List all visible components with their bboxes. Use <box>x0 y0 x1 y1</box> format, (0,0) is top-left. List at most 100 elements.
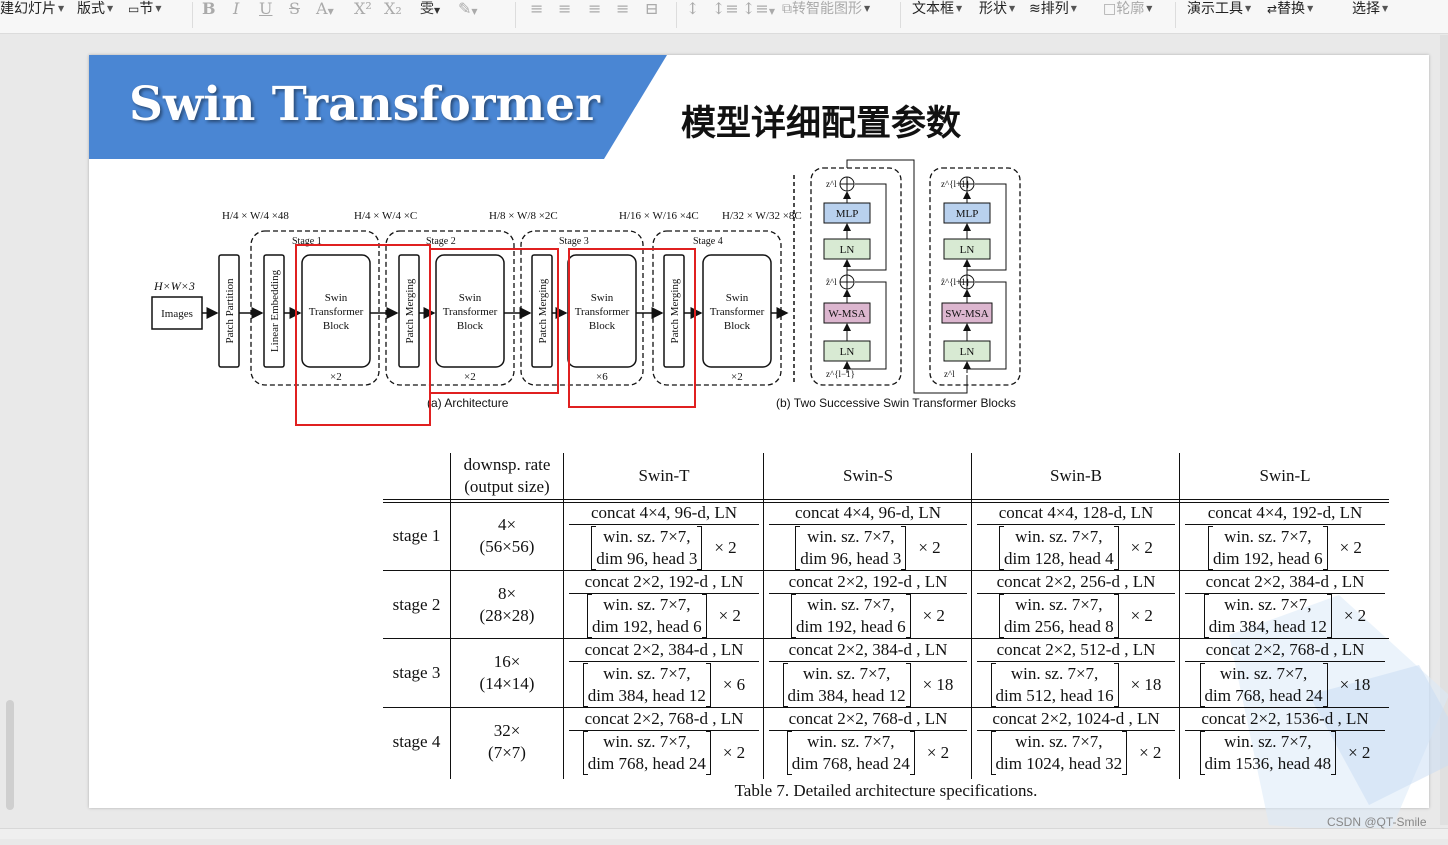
table-header: downsp. rate (output size) Swin-T Swin-S… <box>383 453 1389 499</box>
concat-underline <box>1185 592 1385 594</box>
concat-underline <box>1185 661 1385 662</box>
underline-icon[interactable]: U <box>259 0 273 18</box>
stage-cell: stage 4 <box>392 731 441 751</box>
dim-label-0: H/4 × W/4 ×48 <box>222 210 289 222</box>
window-bracket: win. sz. 7×7,dim 768, head 24 <box>786 731 915 775</box>
chevron-down-icon: ▼ <box>1382 4 1389 13</box>
bracket-corner <box>591 525 597 527</box>
stage-1-block-line2: Transformer <box>309 306 364 318</box>
concat-cell: concat 2×2, 192-d , LN <box>788 571 948 591</box>
concat-cell: concat 4×4, 128-d, LN <box>998 503 1154 522</box>
dim-head: dim 384, head 12 <box>1208 617 1327 636</box>
bracket-corner <box>905 705 911 707</box>
line-spacing-icon[interactable]: ↕≡ <box>712 0 739 18</box>
align-left-icon[interactable]: ≡ <box>530 0 544 18</box>
concat-underline <box>569 729 759 731</box>
window-config: win. sz. 7×7,dim 384, head 12× 18 <box>765 662 971 707</box>
shape-button[interactable]: 形状▼ <box>979 0 1015 20</box>
phonetic-icon[interactable]: 雯▼ <box>420 1 441 17</box>
concat-cell: concat 4×4, 96-d, LN <box>590 503 738 522</box>
repeat-count: × 2 <box>922 606 945 625</box>
bracket-corner <box>909 731 915 732</box>
slide-title[interactable]: Swin Transformer <box>129 77 600 132</box>
align-center-icon[interactable]: ≡ <box>558 0 572 18</box>
vertical-scrollbar[interactable] <box>1440 35 1448 825</box>
row-rule <box>383 638 1389 639</box>
bracket-corner <box>786 774 792 775</box>
window-config: win. sz. 7×7,dim 192, head 6× 2 <box>565 594 763 639</box>
left-ln-top-label: LN <box>840 244 855 256</box>
toolbar-separator <box>515 2 516 28</box>
header-swin-t: Swin-T <box>638 466 690 485</box>
window-size: win. sz. 7×7, <box>1224 526 1312 546</box>
layout-button[interactable]: 版式▼ <box>77 0 113 20</box>
stage-2-group <box>385 230 515 386</box>
right-z-bottom: z^l <box>944 369 955 379</box>
bracket-corner <box>999 594 1005 595</box>
slide[interactable]: Swin Transformer 模型详细配置参数 H×W×3 Images P… <box>89 55 1448 835</box>
bold-icon[interactable]: B <box>202 0 216 18</box>
header-swin-s: Swin-S <box>842 466 894 485</box>
replace-button[interactable]: ⇄替换▼ <box>1267 0 1313 20</box>
chevron-down-icon: ▼ <box>1245 4 1252 13</box>
concat-underline <box>769 661 967 662</box>
repeat-count: × 18 <box>1130 674 1162 694</box>
repeat-count: × 2 <box>1339 537 1362 557</box>
header-rule-2 <box>383 502 1389 503</box>
smart-graphic-button[interactable]: ⧉转智能图形▼ <box>782 0 870 20</box>
distribute-icon[interactable]: ⊟ <box>645 0 659 18</box>
stage-2-patch-merging-box <box>398 254 420 368</box>
select-button[interactable]: 选择▼ <box>1352 0 1388 20</box>
architecture-figure[interactable]: H×W×3 Images Patch Partition H/4 × W/4 ×… <box>144 155 1044 430</box>
bracket-corner <box>587 637 593 638</box>
bracket-corner <box>582 774 588 775</box>
linear-embedding-label: Linear Embedding <box>269 269 281 352</box>
output-size: (14×14) <box>479 674 535 694</box>
window-config: win. sz. 7×7,dim 384, head 12× 2 <box>1181 594 1389 639</box>
layers-icon: ≋ <box>1029 1 1041 17</box>
input-dims-label: H×W×3 <box>153 279 195 293</box>
dim-head: dim 192, head 6 <box>796 617 906 636</box>
output-size: (56×56) <box>479 537 535 557</box>
new-slide-button[interactable]: 建幻灯片▼ <box>0 0 64 20</box>
dim-head: dim 768, head 24 <box>1204 685 1323 705</box>
concat-underline <box>977 524 1175 525</box>
text-direction-icon[interactable]: ↕ <box>686 0 700 18</box>
justify-icon[interactable]: ≡ <box>616 0 630 18</box>
window-config: win. sz. 7×7,dim 192, head 6 × 2 <box>1181 525 1389 570</box>
col-rule-3 <box>971 453 972 779</box>
bottom-status-bar <box>0 828 1448 839</box>
outline-button[interactable]: □轮廓▼ <box>1103 0 1152 20</box>
presentation-tools-button[interactable]: 演示工具▼ <box>1187 0 1251 20</box>
paragraph-spacing-icon[interactable]: ↕≡▼ <box>742 0 775 18</box>
window-config: win. sz. 7×7,dim 256, head 8× 2 <box>973 594 1179 639</box>
dim-head: dim 192, head 6 <box>1213 548 1323 568</box>
left-scroll-thumb[interactable] <box>6 700 14 810</box>
bracket-corner <box>990 662 996 664</box>
superscript-icon[interactable]: X² <box>354 0 372 18</box>
row-rule <box>383 569 1389 571</box>
window-bracket: win. sz. 7×7,dim 768, head 24 <box>582 731 711 775</box>
window-config: win. sz. 7×7,dim 768, head 24× 2 <box>565 731 763 776</box>
layout-label: 版式 <box>77 1 105 17</box>
align-right-icon[interactable]: ≡ <box>588 0 602 18</box>
table-caption: Table 7. Detailed architecture specifica… <box>734 781 1038 800</box>
strikethrough-icon[interactable]: S <box>289 0 300 18</box>
slide-subtitle[interactable]: 模型详细配置参数 <box>681 104 962 144</box>
stage-2-repeat: ×2 <box>464 371 476 383</box>
bracket-corner <box>1199 705 1205 707</box>
font-color-icon[interactable]: A▼ <box>316 0 334 18</box>
section-button[interactable]: ▭节▼ <box>128 0 162 20</box>
ribbon-toolbar: 建幻灯片▼ 版式▼ ▭节▼ B I U S A▼ X² X₂ 雯▼ ✎▼ ≡ ≡… <box>0 0 1448 34</box>
window-size: win. sz. 7×7, <box>603 595 691 614</box>
outline-icon: □ <box>1103 1 1117 17</box>
arrange-button[interactable]: ≋排列▼ <box>1029 0 1077 20</box>
highlight-pen-icon[interactable]: ✎▼ <box>458 0 478 18</box>
window-config: win. sz. 7×7,dim 768, head 24× 18 <box>1181 662 1389 707</box>
italic-icon[interactable]: I <box>233 0 240 18</box>
dim-head: dim 1536, head 48 <box>1204 754 1332 773</box>
subscript-icon[interactable]: X₂ <box>384 0 402 18</box>
concat-cell: concat 2×2, 192-d , LN <box>584 571 744 591</box>
textbox-button[interactable]: 文本框▼ <box>912 0 962 20</box>
stage-3-patch-merging-label: Patch Merging <box>537 278 549 343</box>
